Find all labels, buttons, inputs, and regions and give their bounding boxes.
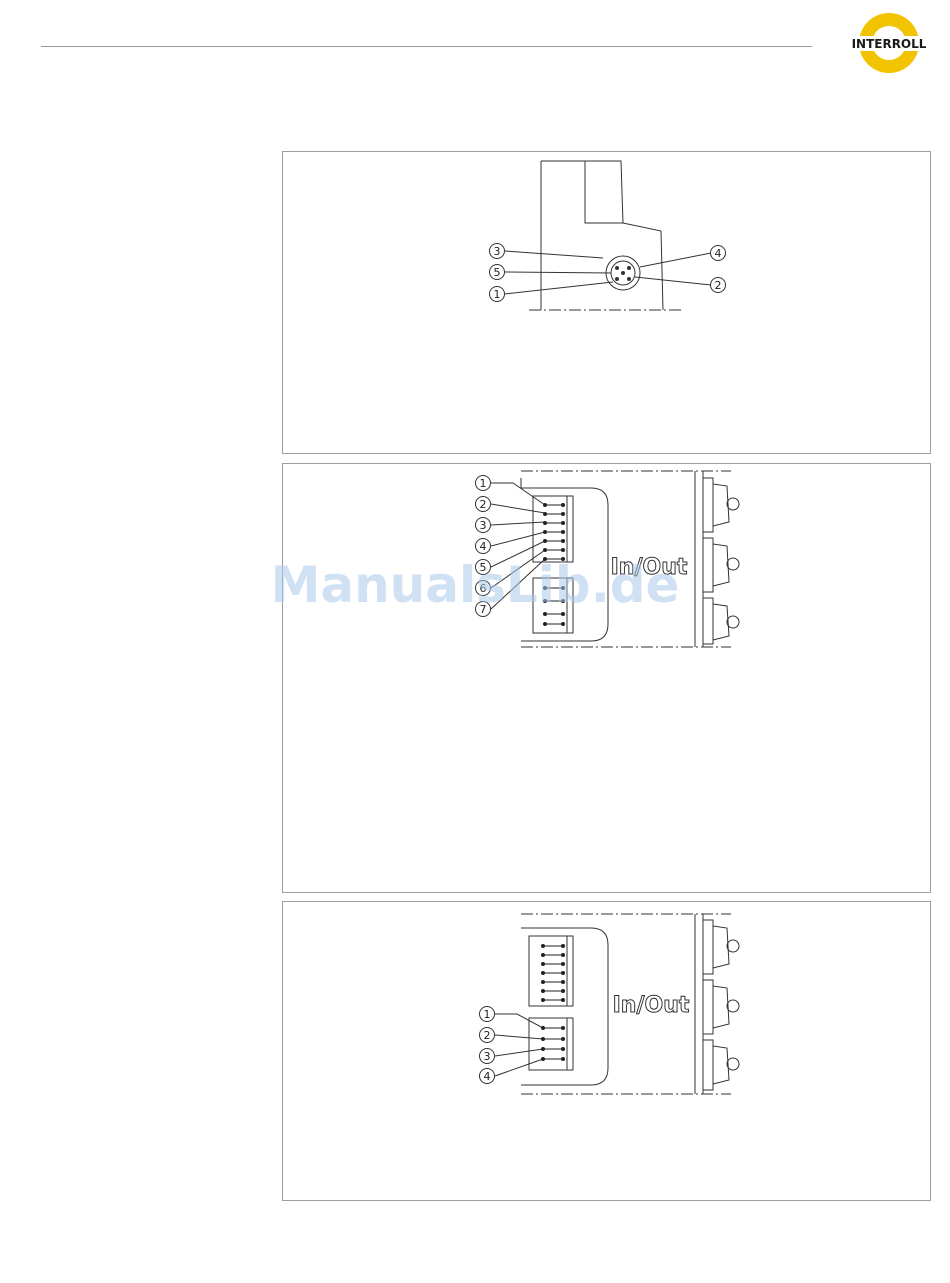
callout-label: 3	[484, 1050, 491, 1063]
callout-label: 5	[480, 561, 487, 574]
callout-label: 7	[480, 603, 487, 616]
callout-label: 4	[480, 540, 487, 553]
figure-panel-3: 1 2 3 4 In/Out	[282, 901, 931, 1201]
callout-label: 6	[480, 582, 487, 595]
figure-panel-2: 1 2 3 4 5 6 7 In/Out	[282, 463, 931, 893]
logo-text: INTERROLL	[852, 37, 927, 51]
in-out-label: In/Out	[611, 555, 688, 580]
callout-label: 3	[480, 519, 487, 532]
callout-label: 4	[715, 247, 722, 260]
callout-label: 5	[494, 266, 501, 279]
in-out-label: In/Out	[613, 993, 690, 1018]
callout-label: 3	[494, 245, 501, 258]
callout-label: 1	[480, 477, 487, 490]
callout-label: 2	[715, 279, 722, 292]
callout-label: 1	[484, 1008, 491, 1021]
callout-label: 1	[494, 288, 501, 301]
header-rule	[41, 46, 812, 47]
callout-label: 4	[484, 1070, 491, 1083]
interroll-logo: INTERROLL	[842, 10, 938, 76]
callout-label: 2	[484, 1029, 491, 1042]
callout-label: 2	[480, 498, 487, 511]
figure-panel-1: 3 5 1 4 2	[282, 151, 931, 454]
